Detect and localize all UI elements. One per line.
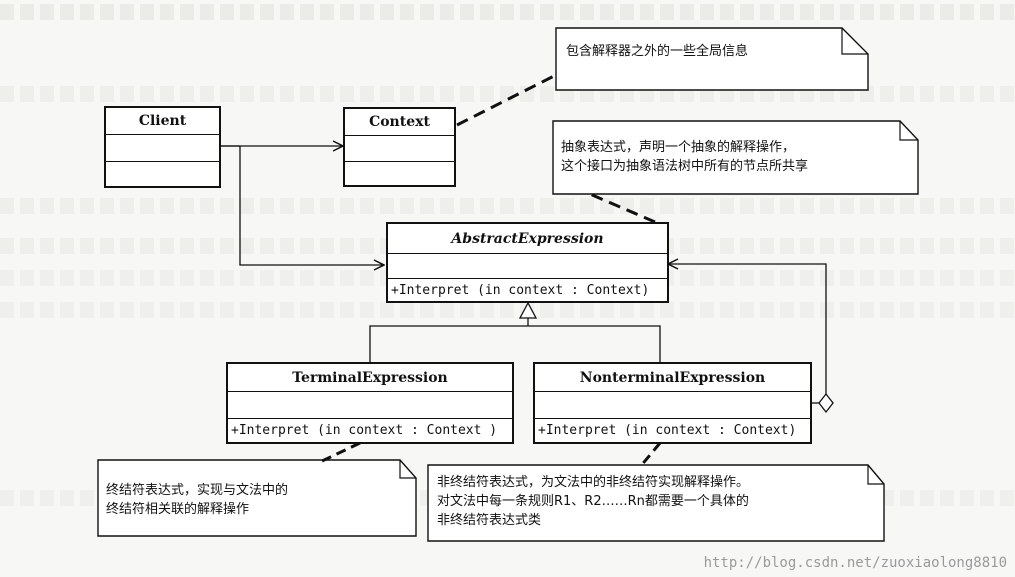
class-context: Context xyxy=(343,107,456,187)
ghost-line xyxy=(0,4,1015,20)
class-abstract-expression-method: +Interpret (in context : Context) xyxy=(391,282,650,298)
class-context-attributes xyxy=(345,136,454,162)
aggregation-diamond xyxy=(818,392,834,414)
ghost-line xyxy=(0,198,1015,214)
assoc-client-abstract xyxy=(221,145,384,265)
note-shape-terminal xyxy=(97,459,417,537)
class-client-name: Client xyxy=(106,108,219,135)
ghost-line xyxy=(0,302,1015,318)
class-client-attributes xyxy=(106,135,219,162)
class-nonterminal-expression-method: +Interpret (in context : Context) xyxy=(538,423,797,438)
class-client-operations xyxy=(106,162,219,186)
aggregation-line xyxy=(668,264,827,398)
note-context-line: 包含解释器之外的一些全局信息 xyxy=(566,44,749,59)
note-context: 包含解释器之外的一些全局信息 xyxy=(566,42,748,61)
class-context-name: Context xyxy=(345,109,454,136)
class-terminal-expression: TerminalExpression +Interpret (in contex… xyxy=(226,362,514,444)
note-shape-abstract xyxy=(552,120,919,195)
class-abstract-expression: AbstractExpression +Interpret (in contex… xyxy=(386,222,669,303)
note-abstract-line: 这个接口为抽象语法树中所有的节点所共享 xyxy=(561,159,809,174)
note-terminal: 终结符表达式，实现与文法中的 终结符相关联的解释操作 xyxy=(106,481,288,519)
note-abstract: 抽象表达式，声明一个抽象的解释操作， 这个接口为抽象语法树中所有的节点所共享 xyxy=(561,138,808,176)
class-nonterminal-expression-name: NonterminalExpression xyxy=(535,364,810,392)
note-anchor-abstract xyxy=(589,192,656,224)
class-nonterminal-expression: NonterminalExpression +Interpret (in con… xyxy=(533,362,812,444)
note-nonterminal-line: 对文法中每一条规则R1、R2……Rn都需要一个具体的 xyxy=(437,494,749,509)
note-abstract-line: 抽象表达式，声明一个抽象的解释操作， xyxy=(561,140,796,155)
class-terminal-expression-attributes xyxy=(228,392,512,419)
note-anchor-terminal xyxy=(319,441,361,464)
note-terminal-line: 终结符表达式，实现与文法中的 xyxy=(106,483,289,498)
class-abstract-expression-attributes xyxy=(388,254,667,279)
note-anchor-nonterminal xyxy=(638,442,662,468)
generalization-triangle xyxy=(518,301,538,319)
watermark-url: http://blog.csdn.net/zuoxiaolong8810 xyxy=(703,555,1007,571)
note-nonterminal-line: 非终结符表达式，为文法中的非终结符实现解释操作。 xyxy=(437,475,750,490)
class-context-operations xyxy=(345,162,454,185)
note-shape-nonterminal xyxy=(427,464,885,542)
note-nonterminal-line: 非终结符表达式类 xyxy=(437,513,542,528)
note-terminal-line: 终结符相关联的解释操作 xyxy=(106,502,250,517)
class-nonterminal-expression-attributes xyxy=(535,392,810,419)
class-abstract-expression-name: AbstractExpression xyxy=(388,224,667,254)
class-terminal-expression-name: TerminalExpression xyxy=(228,364,512,392)
note-shape-context xyxy=(555,27,869,91)
class-terminal-expression-method: +Interpret (in context : Context ) xyxy=(231,423,498,438)
generalization-bar xyxy=(369,325,661,362)
class-client: Client xyxy=(104,106,221,188)
note-anchor-context xyxy=(456,73,557,127)
note-nonterminal: 非终结符表达式，为文法中的非终结符实现解释操作。 对文法中每一条规则R1、R2…… xyxy=(437,473,749,530)
